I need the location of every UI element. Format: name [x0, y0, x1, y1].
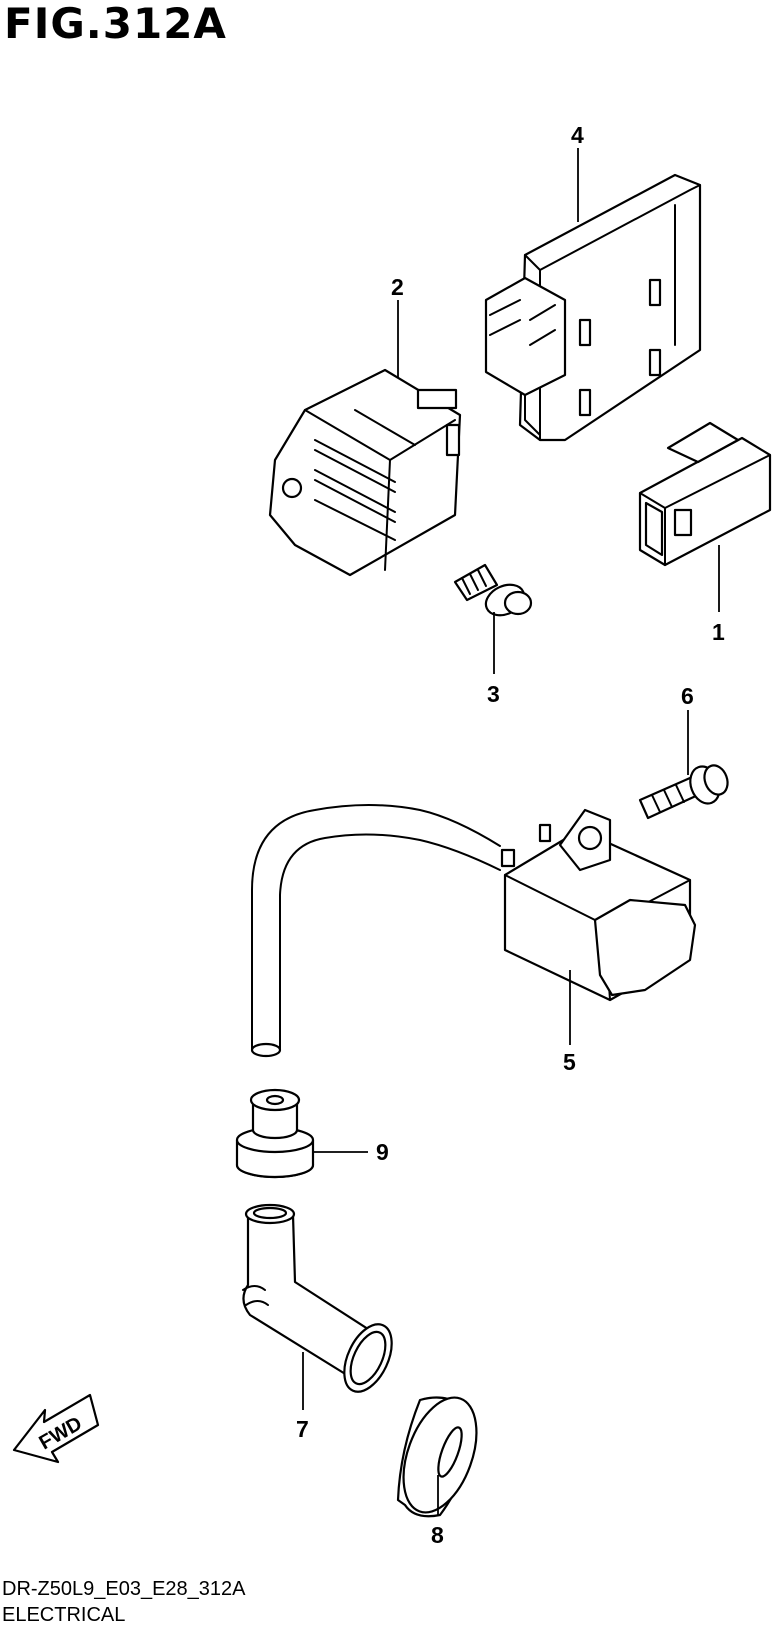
- callout-3: 3: [487, 681, 500, 707]
- callout-4: 4: [571, 122, 584, 148]
- callout-5: 5: [563, 1049, 576, 1075]
- footer-section-name: ELECTRICAL: [2, 1604, 126, 1626]
- part-2-regulator-rectifier[interactable]: [268, 368, 462, 577]
- part-5-ignition-coil[interactable]: [250, 804, 697, 1058]
- figure-title: FIG.312A: [4, 0, 227, 48]
- callout-1: 1: [712, 619, 725, 645]
- part-3-bolt[interactable]: [453, 563, 533, 621]
- part-1-coupler[interactable]: [638, 421, 772, 567]
- callout-2: 2: [391, 274, 404, 300]
- fwd-arrow-icon: FWD: [12, 1393, 100, 1464]
- callout-6: 6: [681, 683, 694, 709]
- part-9-grommet[interactable]: [235, 1088, 315, 1179]
- footer-model-code: DR-Z50L9_E03_E28_312A: [2, 1578, 246, 1600]
- part-4-cdi-unit[interactable]: [484, 173, 702, 442]
- callout-9: 9: [376, 1139, 389, 1165]
- callout-7: 7: [296, 1416, 309, 1442]
- callout-numbers: 1 2 3 4 5 6 7 8 9: [296, 122, 725, 1548]
- callout-8: 8: [431, 1522, 444, 1548]
- part-8-seal[interactable]: [389, 1388, 490, 1523]
- part-7-plug-cap[interactable]: [242, 1203, 401, 1399]
- leader-lines: [302, 148, 720, 1515]
- part-6-bolt[interactable]: [638, 762, 731, 820]
